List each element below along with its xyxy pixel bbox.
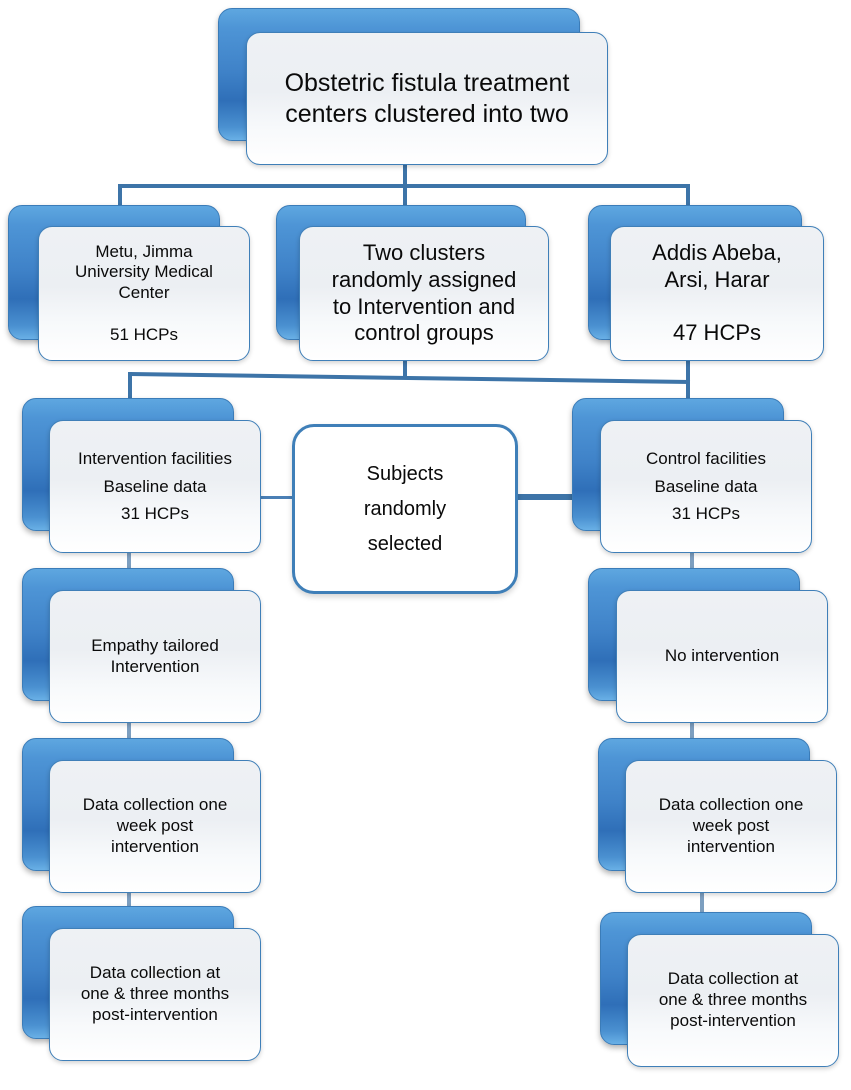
node-face: No intervention bbox=[616, 590, 828, 723]
node-face: Data collection at one & three months po… bbox=[627, 934, 839, 1067]
node-label: Intervention facilities Baseline data 31… bbox=[77, 449, 233, 524]
node-label: Subjects randomly selected bbox=[363, 462, 447, 555]
node-face: Obstetric fistula treatment centers clus… bbox=[246, 32, 608, 165]
connector-drop-metu bbox=[118, 184, 122, 210]
node-label: Data collection one week post interventi… bbox=[658, 795, 804, 856]
node-face: Intervention facilities Baseline data 31… bbox=[49, 420, 261, 553]
node-face: Metu, Jimma University Medical Center 51… bbox=[38, 226, 250, 361]
node-label: Data collection at one & three months po… bbox=[80, 963, 230, 1024]
connector-drop-addis bbox=[686, 184, 690, 210]
connector-subjects-to-ctlbase bbox=[515, 494, 577, 500]
node-label: Control facilities Baseline data 31 HCPs bbox=[646, 449, 766, 524]
node-intervention-facilities-baseline[interactable]: Intervention facilities Baseline data 31… bbox=[22, 398, 261, 553]
connector-drop-intervention bbox=[128, 372, 132, 406]
node-face: Two clusters randomly assigned to Interv… bbox=[299, 226, 549, 361]
node-label: No intervention bbox=[664, 646, 780, 666]
node-label: Empathy tailored Intervention bbox=[91, 635, 219, 676]
node-two-clusters-randomly-assigned[interactable]: Two clusters randomly assigned to Interv… bbox=[276, 205, 549, 361]
node-control-data-one-week[interactable]: Data collection one week post interventi… bbox=[598, 738, 837, 893]
node-empathy-tailored-intervention[interactable]: Empathy tailored Intervention bbox=[22, 568, 261, 723]
node-control-facilities-baseline[interactable]: Control facilities Baseline data 31 HCPs bbox=[572, 398, 812, 553]
connector-level2-bus bbox=[128, 368, 694, 390]
node-no-intervention[interactable]: No intervention bbox=[588, 568, 828, 723]
node-label: Two clusters randomly assigned to Interv… bbox=[331, 239, 517, 346]
node-label: Metu, Jimma University Medical Center 51… bbox=[75, 241, 213, 344]
node-face: Data collection one week post interventi… bbox=[625, 760, 837, 893]
node-obstetric-fistula-centers[interactable]: Obstetric fistula treatment centers clus… bbox=[218, 8, 608, 165]
node-face: Addis Abeba, Arsi, Harar 47 HCPs bbox=[610, 226, 824, 361]
node-control-data-one-three-months[interactable]: Data collection at one & three months po… bbox=[600, 912, 839, 1067]
connector-drop-assign bbox=[403, 184, 407, 210]
node-intervention-data-one-three-months[interactable]: Data collection at one & three months po… bbox=[22, 906, 261, 1061]
node-label: Obstetric fistula treatment centers clus… bbox=[284, 69, 570, 128]
connector-intbase-to-subjects bbox=[237, 496, 295, 499]
node-face: Empathy tailored Intervention bbox=[49, 590, 261, 723]
node-subjects-randomly-selected[interactable]: Subjects randomly selected bbox=[292, 424, 518, 594]
node-label: Data collection at one & three months po… bbox=[658, 969, 808, 1030]
node-metu-jimma[interactable]: Metu, Jimma University Medical Center 51… bbox=[8, 205, 250, 361]
node-face: Data collection at one & three months po… bbox=[49, 928, 261, 1061]
node-label: Addis Abeba, Arsi, Harar 47 HCPs bbox=[652, 239, 782, 346]
connector-week-to-months-right bbox=[700, 870, 704, 916]
node-face: Data collection one week post interventi… bbox=[49, 760, 261, 893]
node-face: Control facilities Baseline data 31 HCPs bbox=[600, 420, 812, 553]
node-face: Subjects randomly selected bbox=[292, 424, 518, 594]
node-label: Data collection one week post interventi… bbox=[82, 795, 228, 856]
connector-drop-control bbox=[686, 340, 690, 404]
node-addis-abeba-arsi-harar[interactable]: Addis Abeba, Arsi, Harar 47 HCPs bbox=[588, 205, 824, 361]
node-intervention-data-one-week[interactable]: Data collection one week post interventi… bbox=[22, 738, 261, 893]
